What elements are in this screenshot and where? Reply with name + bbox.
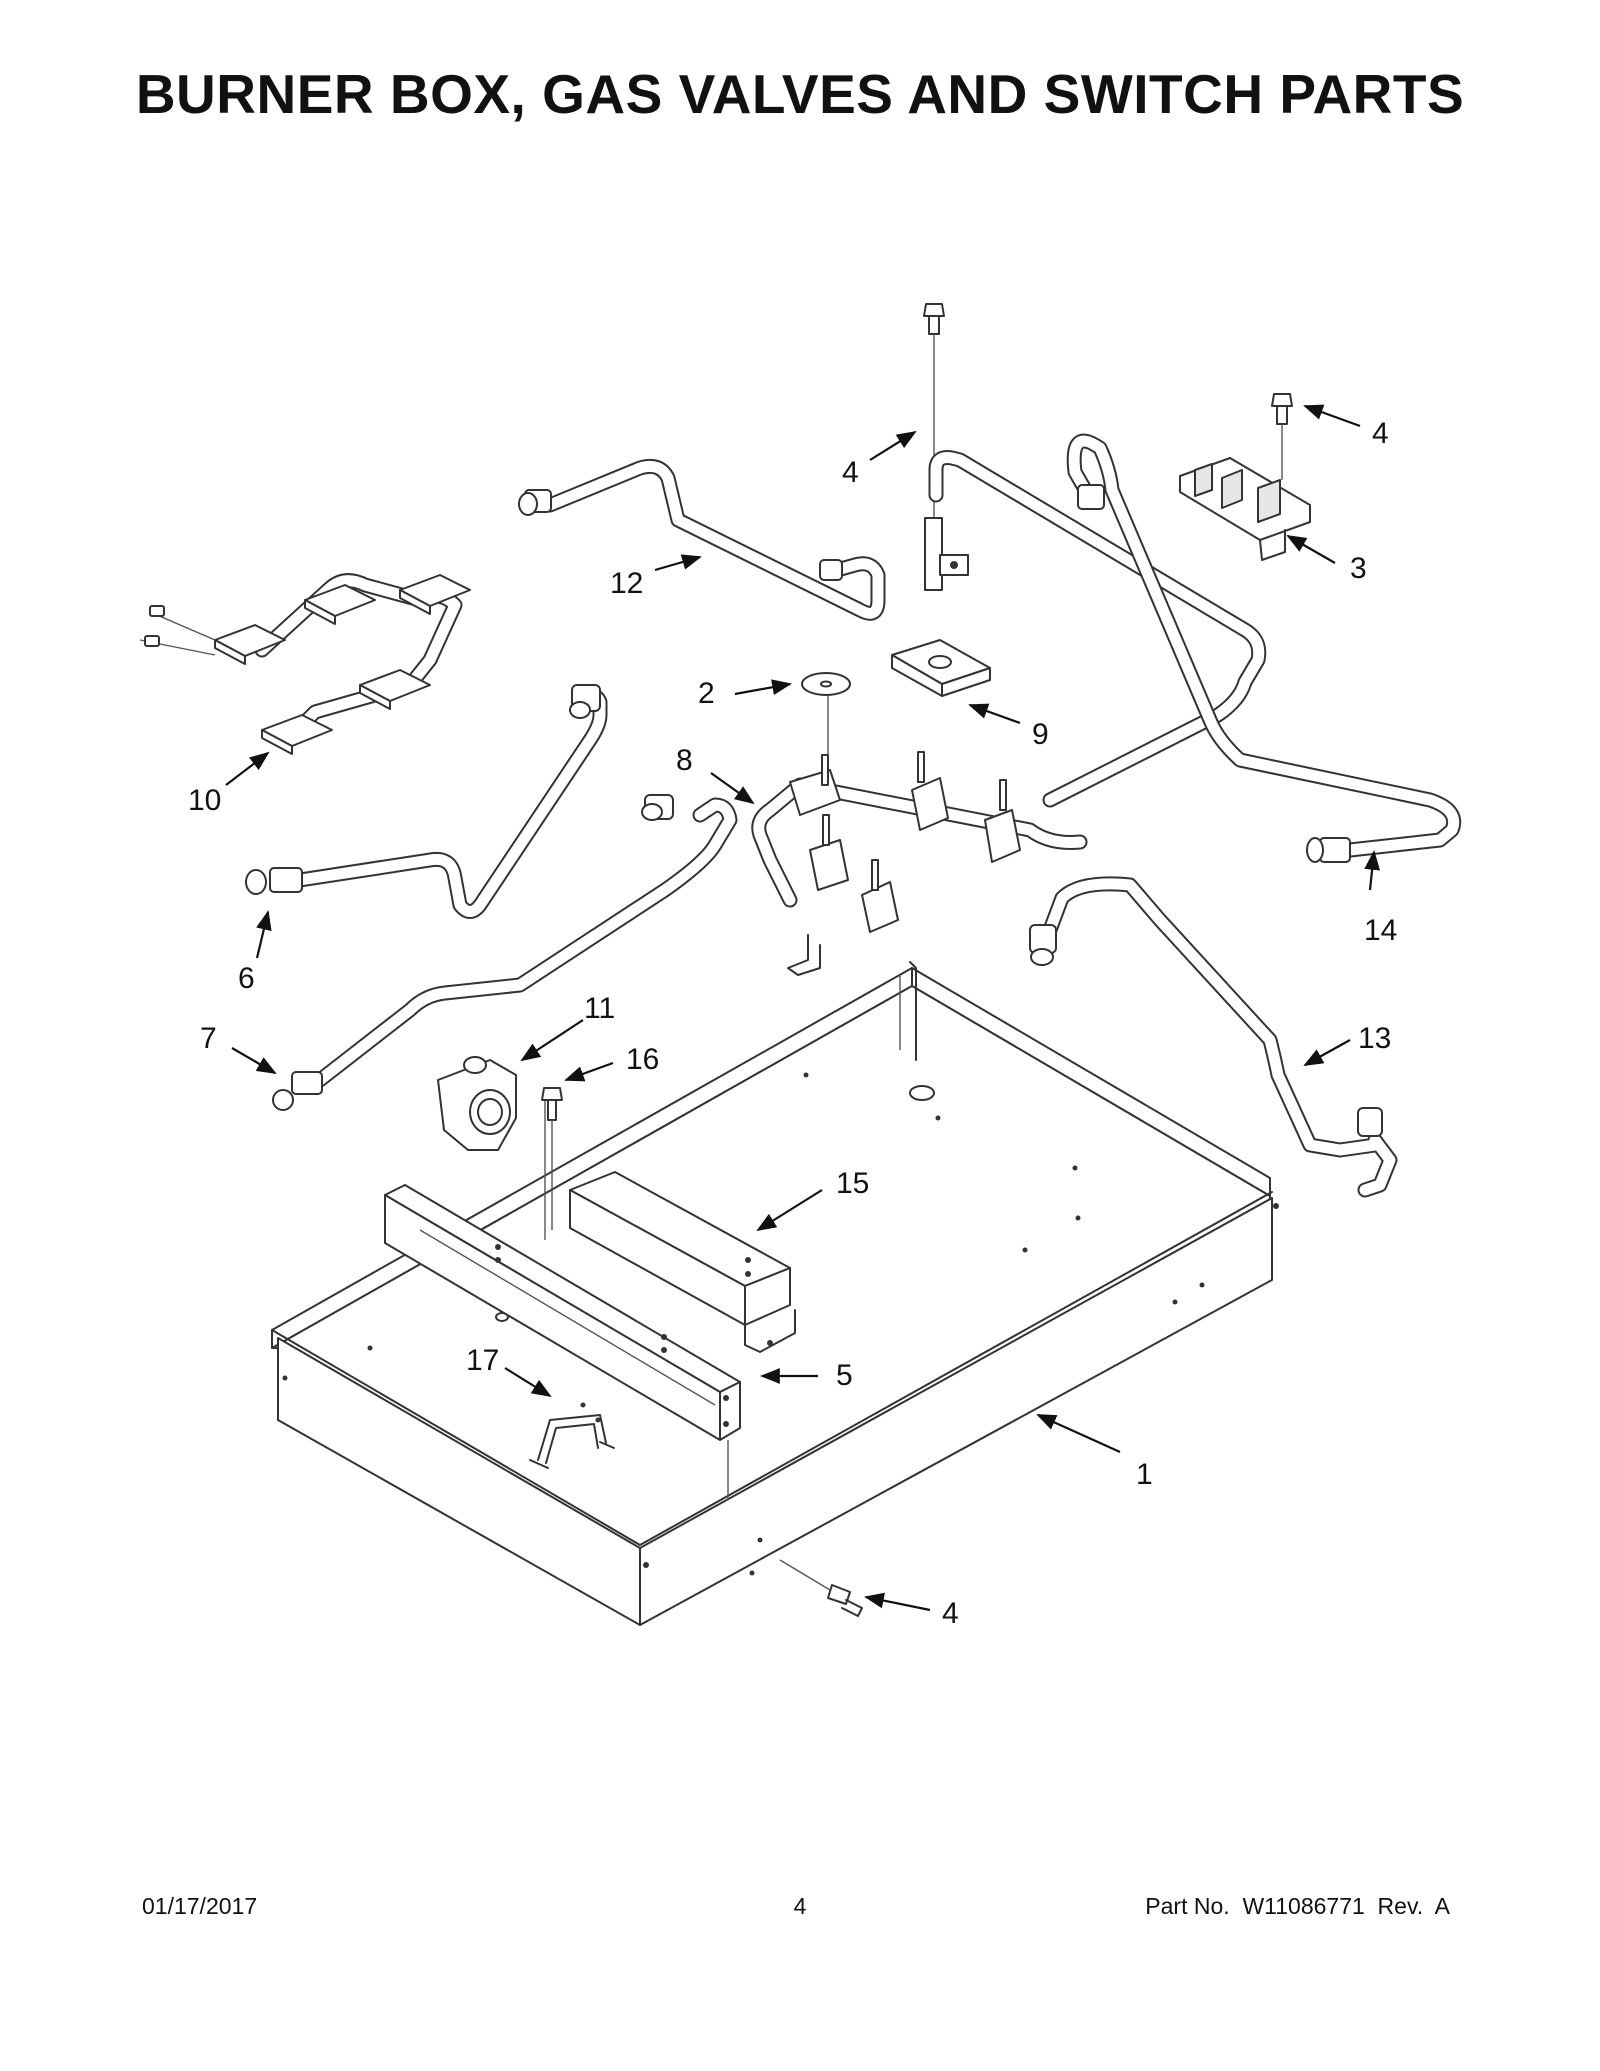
gas-tube-7-part [272, 794, 738, 1111]
rear-bracket-part [569, 1171, 796, 1353]
callout-16: 16 [626, 1043, 659, 1076]
strap-bracket-part [529, 1414, 615, 1469]
callout-9: 9 [1032, 718, 1049, 751]
callout-15: 15 [836, 1167, 869, 1200]
wire-harness-part [139, 573, 471, 755]
gas-tube-14-part [1066, 433, 1462, 863]
callout-12: 12 [610, 567, 643, 600]
callout-4a: 4 [1372, 417, 1389, 450]
callout-4b: 4 [842, 456, 859, 489]
callout-8: 8 [676, 744, 693, 777]
screw-4-right-part [1271, 393, 1293, 480]
callout-14: 14 [1364, 914, 1397, 947]
footer-page-number: 4 [793, 1893, 807, 1919]
pressure-regulator-part [437, 1056, 517, 1151]
igniter-switch-part [1179, 457, 1311, 561]
callout-6: 6 [238, 962, 255, 995]
gas-tube-13-part [1029, 876, 1398, 1198]
callout-2: 2 [698, 677, 715, 710]
callout-7: 7 [200, 1022, 217, 1055]
callout-10: 10 [188, 784, 221, 817]
gas-tube-12-part [518, 450, 1267, 808]
mounting-plate-part [891, 639, 991, 697]
callout-4c: 4 [942, 1597, 959, 1630]
footer-part-number: Part No. W11086771 Rev. A [1145, 1893, 1450, 1919]
callout-13: 13 [1358, 1022, 1391, 1055]
valve-manifold-part [751, 751, 1088, 976]
front-bracket-part [384, 1100, 741, 1500]
callout-1: 1 [1136, 1458, 1153, 1491]
footer-date: 01/17/2017 [142, 1893, 258, 1919]
callout-leaders [225, 404, 1381, 1612]
screw-16-part [541, 1087, 563, 1230]
screw-4-bottom-part [779, 1559, 863, 1617]
gas-tube-6-part [245, 684, 608, 919]
page-title: BURNER BOX, GAS VALVES AND SWITCH PARTS [135, 63, 1465, 125]
callout-5: 5 [836, 1359, 853, 1392]
callout-17: 17 [466, 1344, 499, 1377]
callout-labels: 1 2 3 4 4 4 5 6 7 8 9 10 11 12 13 14 15 … [188, 417, 1397, 1630]
callout-3: 3 [1350, 552, 1367, 585]
callout-11: 11 [584, 992, 615, 1025]
